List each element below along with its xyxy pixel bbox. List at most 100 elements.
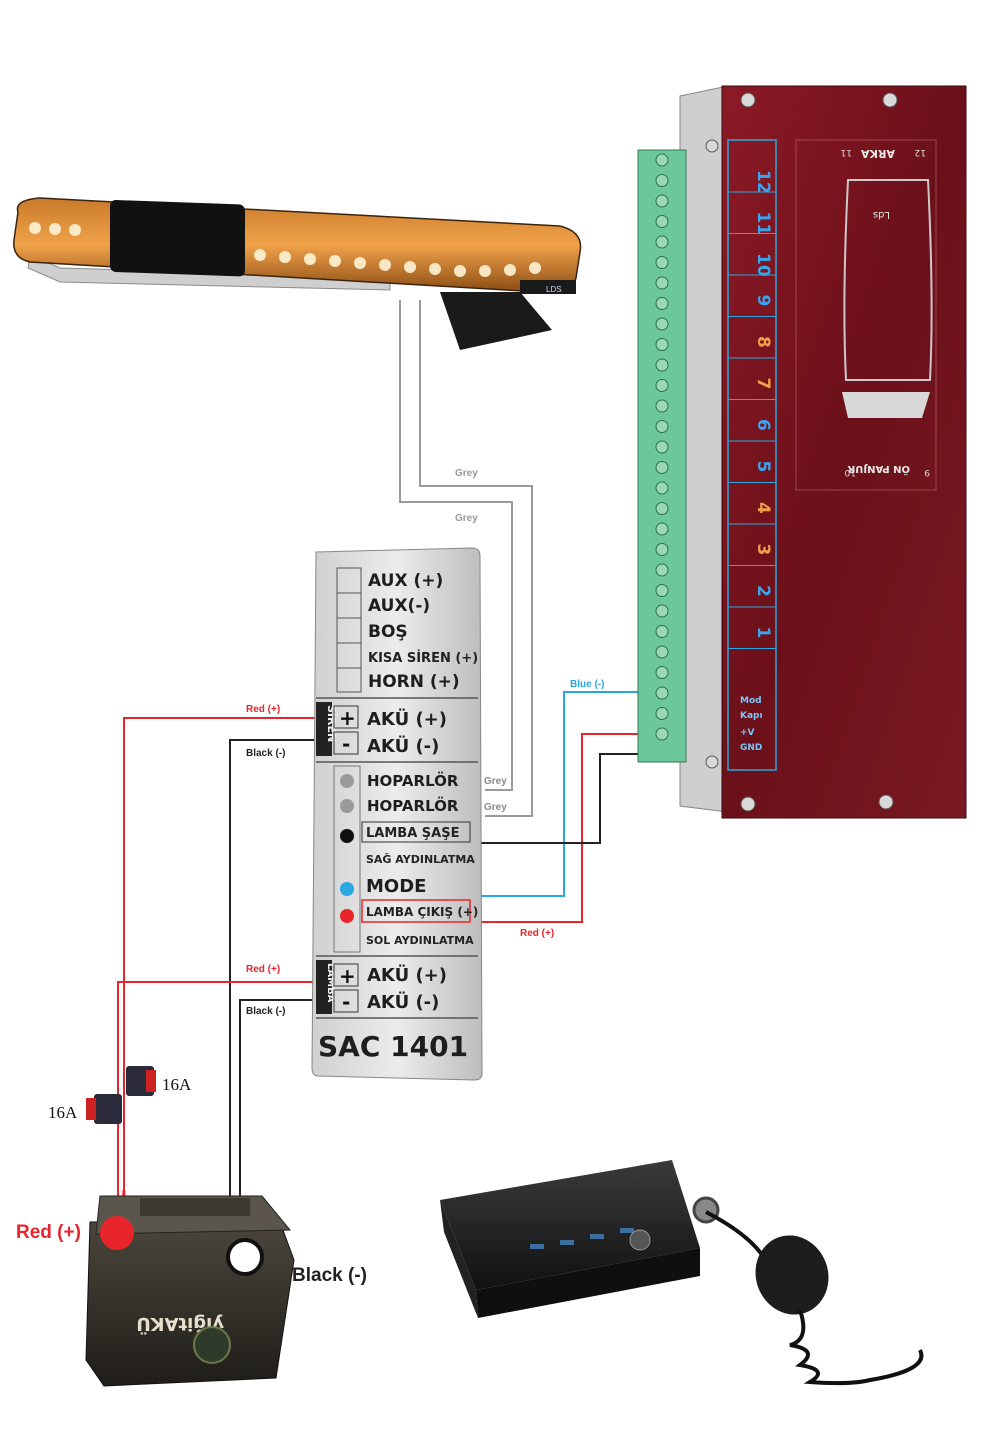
channel-label-9: 9 (753, 295, 773, 307)
hoparlor-1-label: HOPARLÖR (367, 771, 459, 790)
mode-label: MODE (366, 876, 426, 897)
terminal-screw (655, 481, 669, 495)
aux-minus-label: AUX(-) (368, 596, 430, 616)
power-label-gnd: GND (740, 743, 762, 753)
fuse-1: 16A (126, 1066, 192, 1096)
terminal-screw (655, 584, 669, 597)
terminal-screw (655, 543, 669, 556)
grey-wire-2 (399, 300, 513, 791)
channel-label-7: 7 (753, 378, 773, 390)
red-label-top: Red (+) (246, 704, 280, 715)
siren-group-label: SİREN (325, 705, 339, 742)
power-labels: Mod Kapı +V GND (740, 696, 763, 753)
siren-aku-minus: AKÜ (-) (367, 735, 439, 757)
battery-negative-terminal (226, 1238, 264, 1276)
aux-plus-label: AUX (+) (368, 571, 443, 591)
channel-label-10: 10 (753, 253, 773, 277)
power-label-kapi: Kapı (740, 711, 763, 721)
terminal-screw (655, 194, 669, 208)
blue-wire (455, 691, 648, 897)
terminal-screw (655, 686, 669, 700)
terminal-screw (655, 317, 669, 331)
horn-label: HORN (+) (368, 672, 460, 692)
battery-positive-terminal (100, 1216, 134, 1250)
board-logo: Lds (873, 209, 890, 220)
black-label-top: Black (-) (246, 748, 285, 759)
channel-label-8: 8 (753, 336, 773, 348)
terminal-screw (655, 358, 669, 372)
power-label-v: +V (740, 728, 755, 738)
red-wire-lamba (117, 981, 316, 1200)
middle-rows: HOPARLÖR HOPARLÖR LAMBA ŞAŞE SAĞ AYDINLA… (333, 765, 478, 953)
channel-label-4: 4 (753, 502, 773, 514)
board-corner-11: 11 (841, 147, 852, 157)
fuse-2: 16A (48, 1094, 122, 1124)
board-corner-9: 9 (924, 467, 930, 477)
lamba-aku-minus: AKÜ (-) (367, 991, 439, 1013)
red-label-board: Red (+) (520, 928, 554, 939)
terminal-screws (655, 153, 669, 741)
terminal-screw (655, 645, 669, 659)
microphone (705, 1210, 924, 1386)
terminal-screw (655, 399, 669, 413)
power-label-mod: Mod (740, 696, 762, 706)
terminal-screw (655, 174, 669, 187)
lamba-aku-plus: AKÜ (+) (367, 964, 447, 986)
terminal-screw (655, 338, 669, 351)
lightbar: LDS (13, 197, 582, 350)
battery: yiğitAKÜ Red (+) Black (-) (16, 1195, 367, 1387)
channel-label-11: 11 (753, 212, 773, 236)
lamba-power-group: LAMBA + - AKÜ (+) AKÜ (-) (316, 960, 447, 1014)
panel-model: SAC 1401 (318, 1030, 468, 1063)
terminal-block (637, 149, 687, 763)
lamba-plus-sign: + (339, 964, 356, 988)
board-bottom-label: ÖN PANJUR (847, 463, 910, 477)
lamba-minus-sign: - (342, 990, 350, 1014)
grey-label-2: Grey (455, 513, 478, 524)
board-top-label: ARKA (860, 147, 895, 160)
board-corner-12: 12 (915, 147, 926, 157)
siren-aku-plus: AKÜ (+) (367, 708, 447, 730)
grey-small-label-2: Grey (484, 802, 507, 813)
black-wire-siren (229, 739, 316, 1210)
terminal-screw (655, 215, 669, 228)
terminal-screw (655, 563, 669, 577)
lamba-sase-label: LAMBA ŞAŞE (366, 826, 459, 841)
terminal-screw (655, 727, 669, 741)
terminal-screw (655, 256, 669, 269)
terminal-screw (655, 297, 669, 310)
siren-minus-sign: - (342, 732, 350, 756)
channel-label-12: 12 (753, 170, 773, 194)
red-wire-siren (123, 717, 316, 1190)
terminal-screw (655, 235, 669, 249)
sag-aydinlatma-label: SAĞ AYDINLATMA (366, 853, 475, 866)
channel-label-5: 5 (753, 461, 773, 473)
terminal-screw (655, 461, 669, 474)
grey-wire-1 (419, 300, 533, 817)
fuses: 16A 16A (48, 1066, 192, 1124)
terminal-screw (655, 522, 669, 536)
lightbar-brand: LDS (546, 285, 562, 294)
lamba-group-label: LAMBA (325, 963, 336, 1003)
black-wire-lamba (239, 999, 316, 1210)
siren-plus-sign: + (339, 706, 356, 730)
sol-aydinlatma-label: SOL AYDINLATMA (366, 934, 474, 947)
terminal-screw (655, 276, 669, 290)
grey-label-1: Grey (455, 468, 478, 479)
wire-labels: Grey Grey Blue (-) Red (+) Black (-) Red… (246, 468, 604, 1017)
kisa-siren-label: KISA SİREN (+) (368, 650, 478, 666)
hoparlor-2-label: HOPARLÖR (367, 796, 459, 815)
grey-small-label-1: Grey (484, 776, 507, 787)
terminal-screw (655, 502, 669, 515)
aux-rows: AUX (+) AUX(-) BOŞ KISA SİREN (+) HORN (… (336, 567, 478, 693)
red-wire-board (470, 733, 648, 923)
battery-red-label: Red (+) (16, 1222, 81, 1243)
battery-black-label: Black (-) (292, 1265, 367, 1286)
terminal-screw (655, 420, 669, 433)
terminal-screw (655, 707, 669, 720)
terminal-panel: AUX (+) AUX(-) BOŞ KISA SİREN (+) HORN (… (311, 547, 483, 1081)
fuse-2-label: 16A (48, 1103, 78, 1122)
